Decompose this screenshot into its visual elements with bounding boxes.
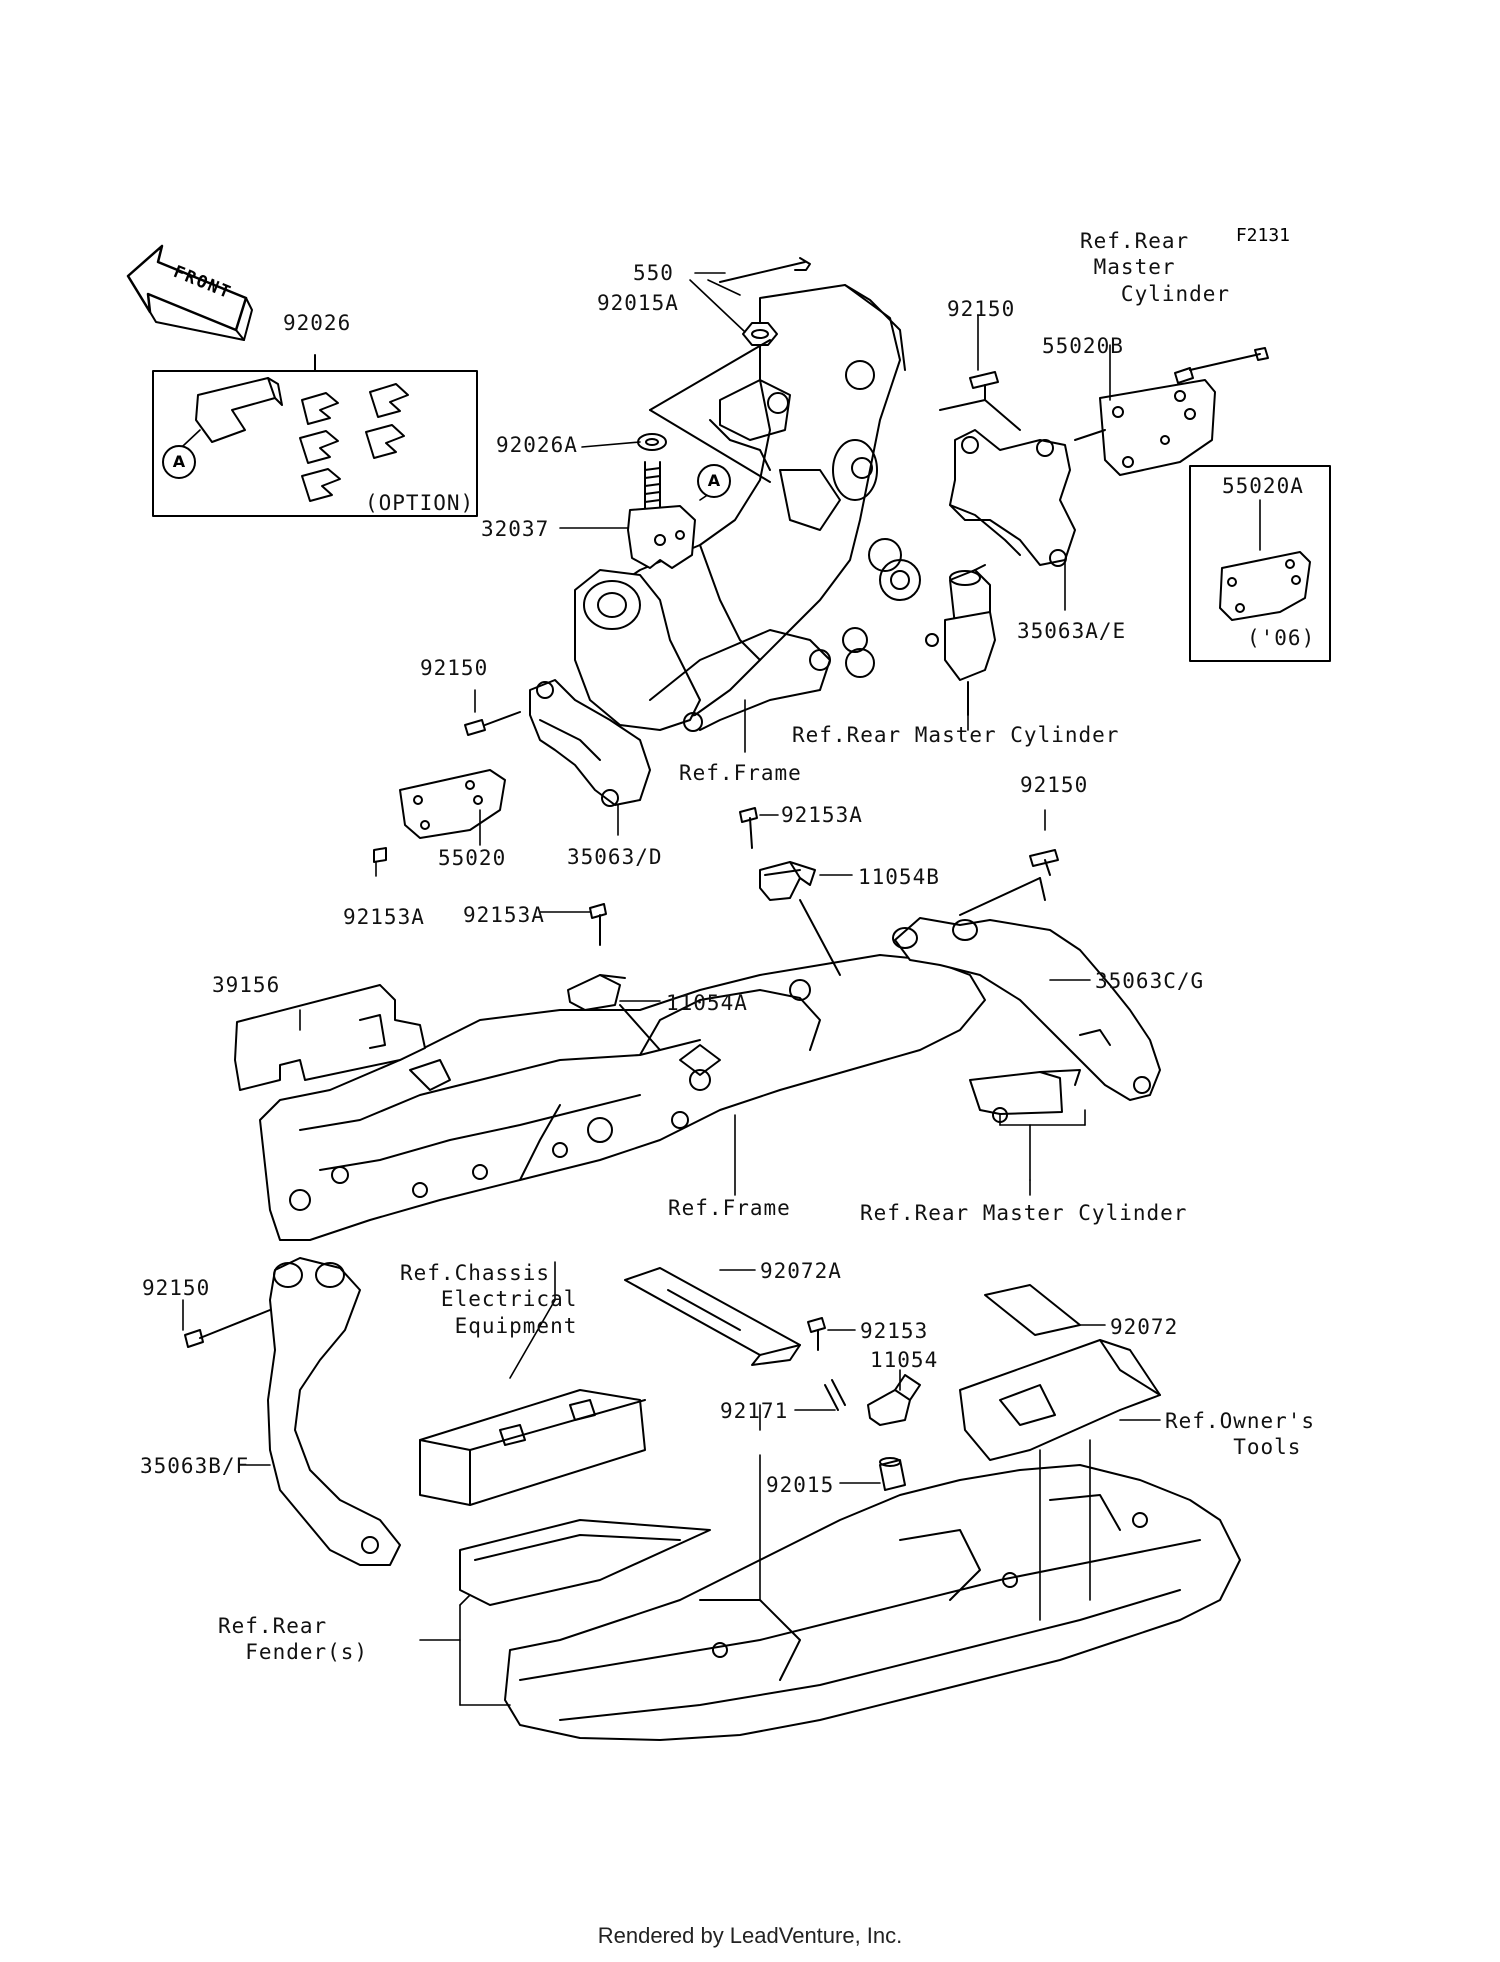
ref-marker-text: A: [707, 471, 721, 490]
label-92026: 92026: [283, 311, 352, 335]
cover-39156: [234, 984, 426, 1091]
rear-master-cylinder: [925, 569, 996, 716]
label-35063bf: 35063B/F: [140, 1454, 250, 1478]
label-11054: 11054: [870, 1348, 939, 1372]
label-11054a: 11054A: [666, 991, 748, 1015]
front-arrow-icon: [126, 244, 253, 341]
label-55020: 55020: [438, 846, 507, 870]
clamp-11054: [867, 1374, 921, 1426]
label-55020a: 55020A: [1222, 474, 1304, 498]
label-ref-frame-bottom: Ref.Frame: [668, 1196, 791, 1220]
collar-92015: [879, 1457, 906, 1491]
bolt-92150-right: [1029, 849, 1059, 876]
label-92153a-mid: 92153A: [463, 903, 545, 927]
tool-bag: [959, 1339, 1161, 1461]
label-92150-left: 92150: [420, 656, 489, 680]
grab-rail-right: [892, 917, 1161, 1101]
bolt-550: [719, 257, 811, 283]
label-option: (OPTION): [365, 491, 475, 515]
footer-credit: Rendered by LeadVenture, Inc.: [597, 1923, 903, 1948]
label-11054b: 11054B: [858, 865, 940, 889]
plate-55020: [399, 769, 506, 839]
label-92015a: 92015A: [597, 291, 679, 315]
label-ref-rear-master-top: Ref.Rear Master Cylinder: [1080, 229, 1231, 306]
battery: [419, 1389, 646, 1506]
strap-92072: [984, 1284, 1081, 1336]
label-92153: 92153: [860, 1319, 929, 1343]
label-92015: 92015: [766, 1473, 835, 1497]
washer-92026a: [637, 433, 667, 451]
ref-marker-a-left: A: [162, 445, 196, 479]
plate-55020b: [1099, 379, 1216, 476]
label-55020b: 55020B: [1042, 334, 1124, 358]
label-35063ae: 35063A/E: [1017, 619, 1127, 643]
label-ref-chassis: Ref.Chassis Electrical Equipment: [400, 1261, 578, 1338]
main-frame-upper: [574, 284, 921, 732]
bolt-92150-left: [464, 711, 521, 736]
label-year-06: ('06): [1247, 626, 1316, 650]
bolt-92153a-mid: [589, 903, 607, 946]
clamp-11054b: [759, 861, 816, 901]
leader-lines: [182, 272, 1261, 1706]
bolt-92150-top: [969, 371, 999, 401]
label-35063cg: 35063C/G: [1095, 969, 1205, 993]
label-39156: 39156: [212, 973, 281, 997]
rear-subframe: [259, 954, 986, 1241]
label-92153a-center: 92153A: [781, 803, 863, 827]
label-92072: 92072: [1110, 1315, 1179, 1339]
label-92150-bottom: 92150: [142, 1276, 211, 1300]
label-92072a: 92072A: [760, 1259, 842, 1283]
label-ref-owners-tools: Ref.Owner's Tools: [1165, 1409, 1316, 1460]
pin-92171: [824, 1379, 846, 1411]
label-92171: 92171: [720, 1399, 789, 1423]
ref-marker-a-right: A: [697, 464, 731, 498]
label-ref-rear-master-bottom: Ref.Rear Master Cylinder: [860, 1201, 1188, 1225]
label-ref-rear-fender: Ref.Rear Fender(s): [218, 1614, 369, 1665]
bolt-rear-master-top: [1174, 347, 1269, 384]
clamp-11054a: [567, 974, 626, 1011]
rear-fender: [504, 1464, 1241, 1741]
bolt-92150-bottom: [184, 1309, 271, 1348]
diagram-code: F2131: [1235, 225, 1290, 246]
label-35063d: 35063/D: [567, 845, 663, 869]
ref-marker-text: A: [172, 452, 186, 471]
footpeg-bracket-left: [529, 679, 651, 807]
bolt-92153a-center: [739, 807, 758, 849]
label-92150-top: 92150: [947, 297, 1016, 321]
nut-92015a: [742, 322, 778, 346]
bolt-92153a-left: [373, 847, 387, 863]
label-ref-frame-top: Ref.Frame: [679, 761, 802, 785]
strap-92072a: [624, 1267, 801, 1366]
footpeg-bracket-right: [949, 429, 1076, 567]
plate-55020a-box: [1189, 465, 1331, 662]
label-550: 550: [633, 261, 674, 285]
battery-tray: [459, 1519, 711, 1606]
label-92150-right: 92150: [1020, 773, 1089, 797]
clamp-rear-master: [969, 1069, 1081, 1123]
stud-32037: [627, 461, 696, 569]
label-92153a-left: 92153A: [343, 905, 425, 929]
label-32037: 32037: [481, 517, 550, 541]
label-92026a: 92026A: [496, 433, 578, 457]
shim-kit-box: [152, 354, 478, 517]
bolt-92153: [807, 1317, 826, 1351]
label-ref-rear-master-mid: Ref.Rear Master Cylinder: [792, 723, 1120, 747]
grab-rail-left: [267, 1257, 401, 1566]
